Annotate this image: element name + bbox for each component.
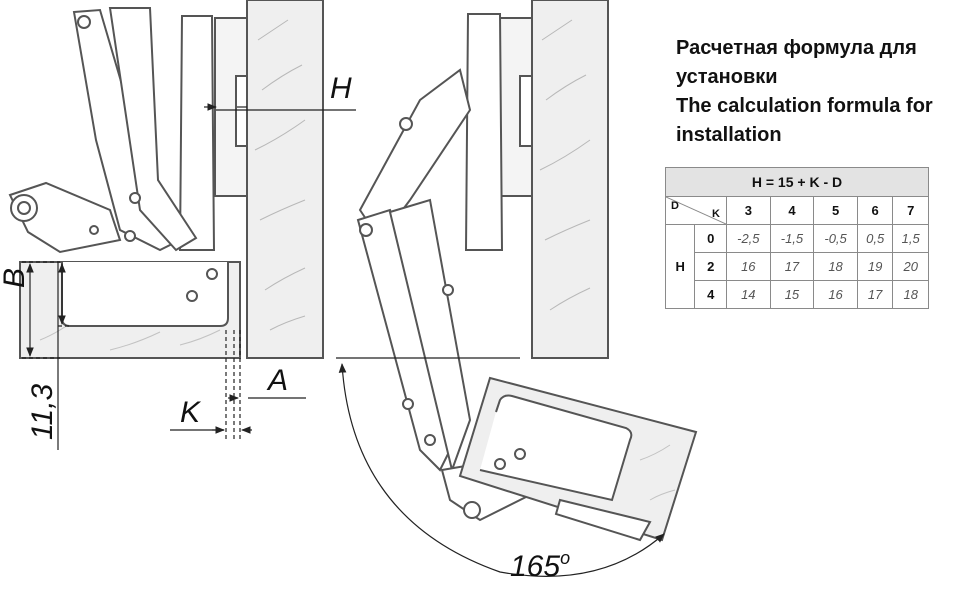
d-label: D: [671, 200, 679, 212]
angle-arc: [336, 357, 665, 577]
cup-recess: [61, 262, 229, 327]
table-row: H 0 -2,5 -1,5 -0,5 0,5 1,5: [664, 224, 929, 309]
formula-caption: Расчетная формула для установки The calc…: [676, 34, 956, 150]
caption-en-line-1: The calculation formula for: [676, 95, 933, 117]
dimension-k-label: K: [180, 396, 201, 429]
col-header: 3: [726, 196, 771, 225]
k-value: 4: [694, 280, 727, 309]
cabinet-wall-right: [531, 0, 609, 359]
angle-unit: o: [560, 548, 571, 568]
caption-ru-line-1: Расчетная формула для: [676, 37, 917, 59]
caption-en-line-2: installation: [676, 124, 782, 146]
opening-angle-label: 165o: [510, 549, 570, 582]
corner-cell: D K: [665, 196, 727, 225]
k-value: 2: [694, 252, 727, 281]
dimension-b-label: B: [0, 267, 31, 288]
cabinet-wall-left: [246, 0, 324, 359]
table-cell: 19: [856, 252, 894, 281]
k-value: 0: [694, 224, 727, 253]
dimension-lines: [22, 103, 356, 450]
table-cell: 17: [856, 280, 894, 309]
table-cell: 18: [813, 252, 858, 281]
row-var-label: H: [664, 224, 696, 309]
table-cell: -0,5: [813, 224, 858, 253]
col-header: 7: [892, 196, 929, 225]
formula-table: H = 15 + K - D D K 3 4 5 6 7 H 0 -2,5 -1…: [664, 167, 929, 309]
table-row: 4 14 15 16 17 18: [666, 280, 929, 309]
corner-diagonal: [666, 197, 726, 224]
table-cell: -1,5: [769, 224, 815, 253]
table-cell: 18: [892, 280, 929, 309]
table-cell: 15: [769, 280, 815, 309]
table-header-row: D K 3 4 5 6 7: [665, 196, 929, 225]
table-cell: -2,5: [726, 224, 771, 253]
angle-value: 165: [510, 550, 561, 583]
table-cell: 17: [769, 252, 815, 281]
col-header: 6: [856, 196, 894, 225]
table-cell: 20: [892, 252, 929, 281]
col-header: 4: [769, 196, 815, 225]
k-label: K: [712, 208, 720, 220]
dimension-a-label: A: [268, 364, 289, 397]
caption-ru-line-2: установки: [676, 66, 778, 88]
col-header: 5: [813, 196, 858, 225]
dimension-11-3-label: 11,3: [26, 383, 59, 440]
table-cell: 16: [813, 280, 858, 309]
closed-hinge-view: [8, 0, 324, 359]
dimension-h-label: H: [330, 72, 352, 105]
table-cell: 14: [726, 280, 771, 309]
formula-title: H = 15 + K - D: [665, 167, 929, 197]
hinge-arm: [178, 15, 216, 251]
open-hinge-view: [356, 0, 698, 542]
table-cell: 1,5: [892, 224, 929, 253]
table-cell: 0,5: [856, 224, 894, 253]
table-row: 2 16 17 18 19 20: [666, 252, 929, 281]
table-cell: 16: [726, 252, 771, 281]
